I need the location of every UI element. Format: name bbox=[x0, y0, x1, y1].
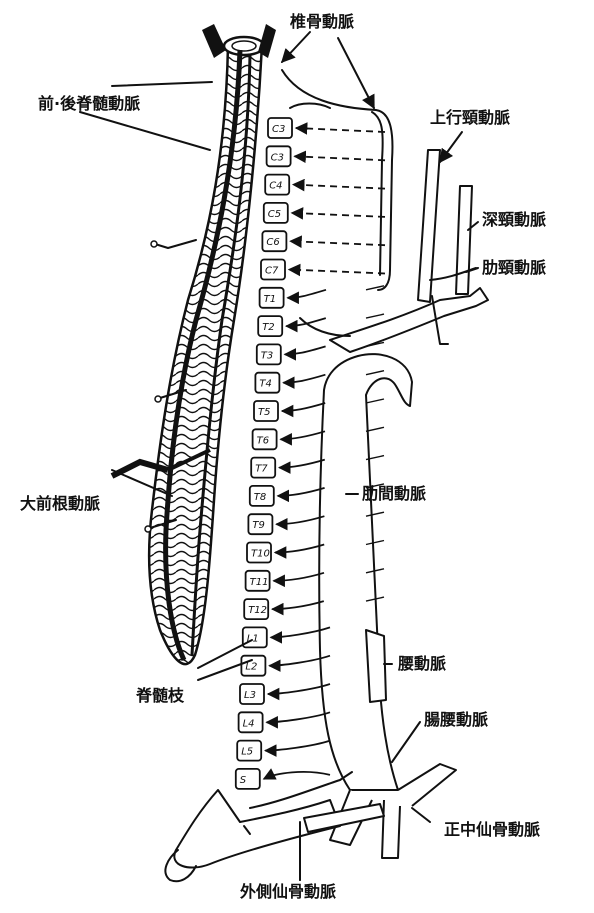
label-intercostal-arteries: 肋間動脈 bbox=[362, 486, 426, 502]
segmental-branch-arrow bbox=[281, 431, 325, 439]
vertebra-t11-16: T11 bbox=[246, 571, 270, 591]
segmental-branch-arrow bbox=[282, 403, 325, 411]
vertebra-c5-3: C5 bbox=[264, 203, 288, 223]
vertebra-label: T7 bbox=[255, 464, 268, 475]
spinal-cord bbox=[112, 24, 276, 664]
segmental-branch-arrow bbox=[272, 601, 324, 609]
cervical-branch-arrow bbox=[296, 128, 385, 132]
vertebra-c3-1: C3 bbox=[267, 146, 291, 166]
label-ascending-cervical-artery: 上行頸動脈 bbox=[430, 110, 510, 126]
segmental-branch-arrow bbox=[274, 573, 324, 581]
vertebra-label: S bbox=[240, 775, 247, 786]
label-median-sacral-artery: 正中仙骨動脈 bbox=[444, 822, 540, 838]
aorta-vessel bbox=[300, 288, 488, 858]
vertebra-s-23: S bbox=[236, 769, 260, 789]
vertebra-t10-15: T10 bbox=[247, 543, 271, 563]
label-costocervical-trunk: 肋頸動脈 bbox=[482, 260, 546, 276]
vertebra-l3-20: L3 bbox=[240, 684, 264, 704]
segmental-branch-arrow bbox=[278, 488, 325, 496]
segmental-branch-arrow bbox=[276, 516, 324, 524]
cervical-branch-arrow bbox=[289, 270, 385, 274]
vertebra-label: T4 bbox=[259, 379, 271, 390]
lumbar-artery-vessel bbox=[366, 630, 386, 702]
vertebra-t9-14: T9 bbox=[248, 514, 272, 534]
label-iliolumbar-artery: 腸腰動脈 bbox=[424, 712, 488, 728]
segmental-branch-arrow bbox=[288, 290, 326, 298]
intercostal-stub bbox=[366, 399, 384, 403]
vertebra-t4-9: T4 bbox=[255, 373, 279, 393]
segmental-branch-arrow bbox=[285, 346, 326, 354]
vertebra-c7-5: C7 bbox=[261, 260, 285, 280]
vertebra-label: T10 bbox=[251, 549, 270, 560]
vertebra-label: C4 bbox=[269, 181, 282, 192]
vertebra-label: T5 bbox=[258, 407, 270, 418]
vertebra-label: T2 bbox=[262, 322, 274, 333]
vertebra-label: T1 bbox=[264, 294, 276, 305]
vertebra-label: T12 bbox=[248, 605, 267, 616]
cervical-branch-arrow bbox=[295, 156, 385, 160]
vertebra-label: C6 bbox=[266, 237, 279, 248]
segmental-branch-arrow bbox=[279, 460, 325, 468]
vertebra-label: T6 bbox=[257, 435, 269, 446]
vertebra-l5-22: L5 bbox=[237, 741, 261, 761]
vertebra-label: L3 bbox=[244, 690, 256, 701]
vertebra-c4-2: C4 bbox=[265, 175, 289, 195]
vertebra-label: T3 bbox=[261, 350, 273, 361]
vertebra-label: L2 bbox=[245, 662, 257, 673]
vertebral-artery-vessel bbox=[282, 70, 392, 290]
vertebra-label: T11 bbox=[250, 577, 269, 588]
vertebra-label: L4 bbox=[243, 718, 255, 729]
segmental-branch-arrow bbox=[268, 684, 330, 694]
vertebra-label: C3 bbox=[272, 124, 285, 135]
cervical-branch-arrow bbox=[293, 185, 385, 189]
vertebra-t8-13: T8 bbox=[250, 486, 274, 506]
segmental-branch-arrow bbox=[267, 712, 330, 722]
vertebra-t12-17: T12 bbox=[244, 599, 268, 619]
vertebra-label: L5 bbox=[241, 747, 253, 758]
intercostal-stub bbox=[366, 427, 384, 431]
vertebra-c3-0: C3 bbox=[268, 118, 292, 138]
cervical-branch-arrow bbox=[290, 241, 385, 245]
segmental-branch-arrow bbox=[275, 545, 324, 553]
segmental-branch-arrow bbox=[265, 741, 330, 751]
vertebra-l1-18: L1 bbox=[243, 627, 267, 647]
vertebra-l4-21: L4 bbox=[239, 712, 263, 732]
label-great-radicular-artery: 大前根動脈 bbox=[20, 496, 100, 512]
label-deep-cervical-artery: 深頸動脈 bbox=[482, 212, 546, 228]
vertebra-label: C7 bbox=[265, 266, 279, 277]
vertebra-label: T8 bbox=[254, 492, 266, 503]
vertebra-label: T9 bbox=[252, 520, 264, 531]
label-ant-post-spinal-artery: 前·後脊髄動脈 bbox=[38, 96, 140, 112]
cervical-branch-arrow bbox=[292, 213, 385, 217]
label-vertebral-artery: 椎骨動脈 bbox=[290, 14, 354, 30]
vertebra-t6-11: T6 bbox=[253, 429, 277, 449]
vertebra-t3-8: T3 bbox=[257, 344, 281, 364]
label-spinal-branch: 脊髄枝 bbox=[136, 688, 184, 704]
segmental-branch-arrow bbox=[283, 375, 325, 383]
vertebra-label: C5 bbox=[268, 209, 281, 220]
vertebra-label: C3 bbox=[271, 152, 284, 163]
vertebra-t7-12: T7 bbox=[251, 458, 275, 478]
label-lateral-sacral-artery: 外側仙骨動脈 bbox=[240, 884, 336, 900]
vertebra-t5-10: T5 bbox=[254, 401, 278, 421]
vertebra-t2-7: T2 bbox=[258, 316, 282, 336]
vertebra-l2-19: L2 bbox=[241, 656, 265, 676]
segmental-branch-arrow bbox=[264, 772, 330, 779]
vertebra-t1-6: T1 bbox=[260, 288, 284, 308]
intercostal-stub bbox=[366, 314, 384, 318]
vertebra-c6-4: C6 bbox=[262, 231, 286, 251]
label-lumbar-artery: 腰動脈 bbox=[398, 656, 446, 672]
